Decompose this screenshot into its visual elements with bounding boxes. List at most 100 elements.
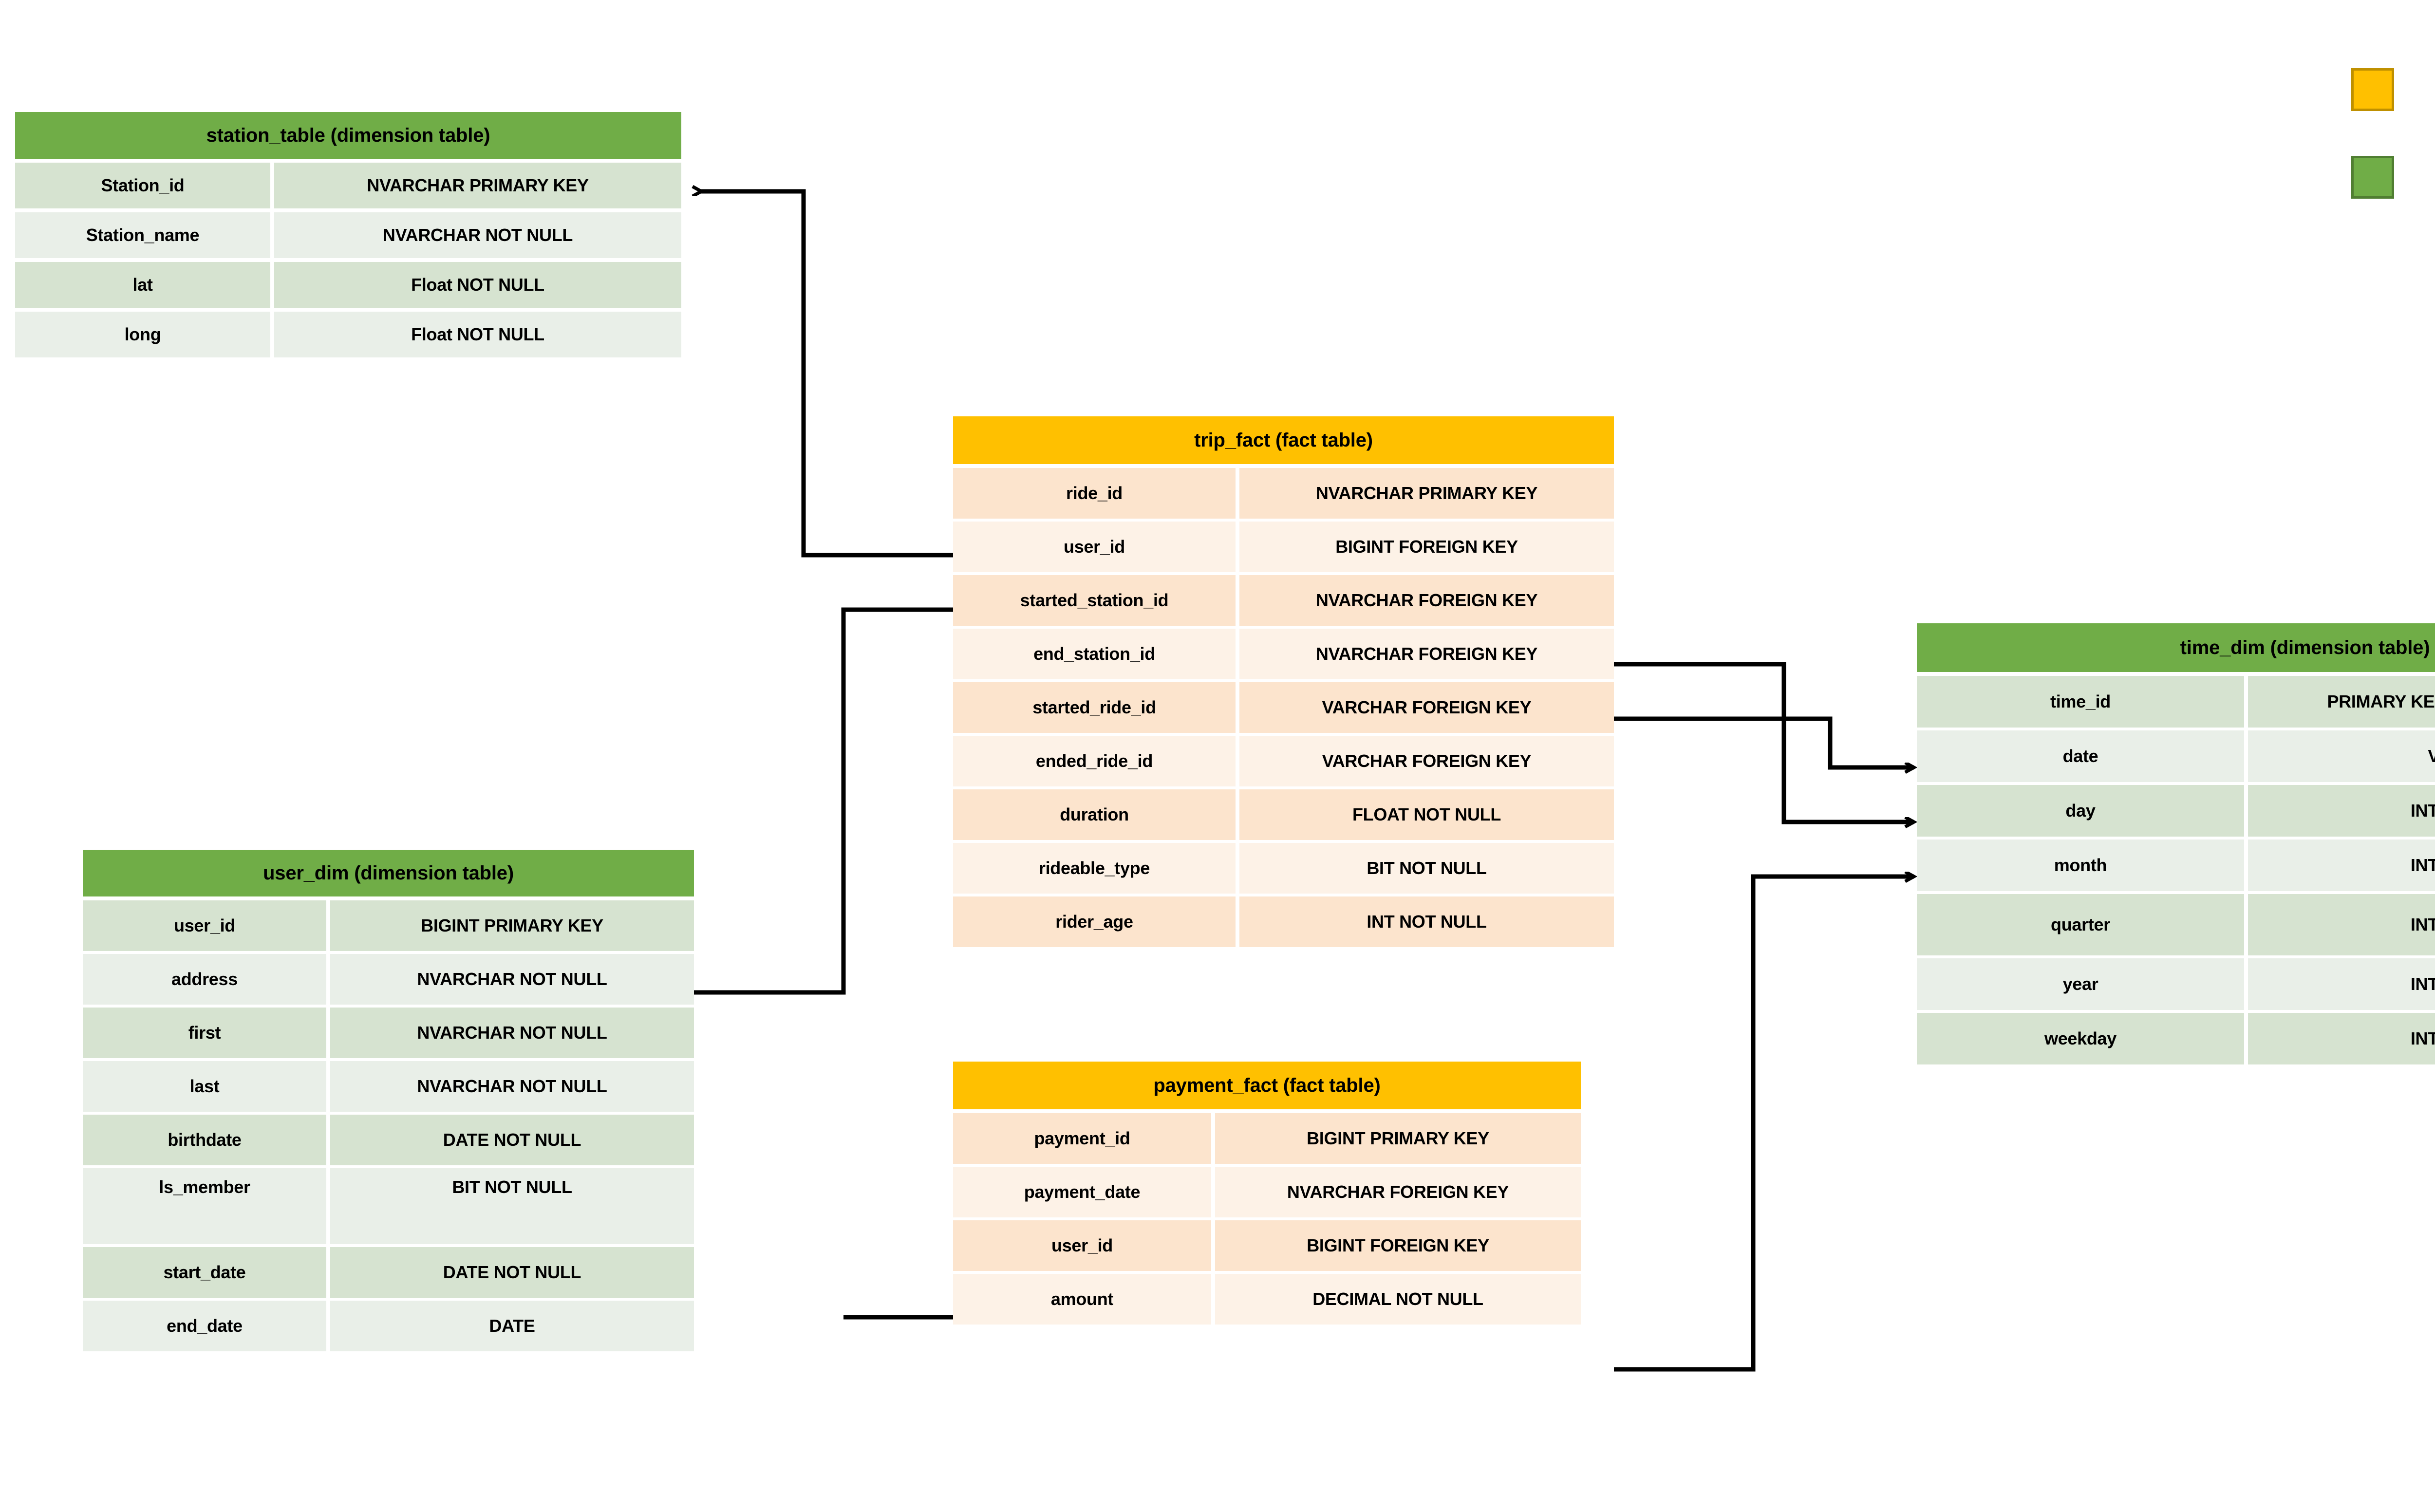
table-header-trip_fact: trip_fact (fact table): [953, 416, 1614, 464]
column-name-cell: day: [1917, 785, 2244, 837]
column-type-cell: VARCHAR FOREIGN KEY: [1239, 736, 1614, 786]
column-type-cell: INT NOT NULL: [2248, 958, 2435, 1010]
table-trip_fact: trip_fact (fact table) ride_id NVARCHAR …: [953, 416, 1614, 967]
column-name-cell: user_id: [83, 900, 326, 951]
table-payment_fact: payment_fact (fact table) payment_id BIG…: [953, 1062, 1614, 1325]
column-name-cell: ride_id: [953, 468, 1236, 519]
column-type-cell: PRIMARY KEY UNIQUEIDENTIFIER: [2248, 676, 2435, 728]
connector-trip-startride-to-time-date: [1614, 716, 1914, 767]
table-row: amount DECIMAL NOT NULL: [953, 1274, 1581, 1325]
table-row: day INT NOT NULL: [1917, 785, 2435, 837]
table-row: birthdate DATE NOT NULL: [83, 1115, 694, 1165]
column-name-cell: birthdate: [83, 1115, 326, 1165]
connector-payment-to-time-month: [1614, 877, 1914, 1372]
column-type-cell: Float NOT NULL: [274, 312, 681, 357]
column-type-cell: NVARCHAR PRIMARY KEY: [274, 163, 681, 208]
column-type-cell: BIGINT FOREIGN KEY: [1239, 522, 1614, 572]
column-name-cell: end_station_id: [953, 629, 1236, 679]
column-type-cell: DATE: [330, 1301, 694, 1351]
column-type-cell: NVARCHAR PRIMARY KEY: [1239, 468, 1614, 519]
column-name-cell: ended_ride_id: [953, 736, 1236, 786]
column-type-cell: NVARCHAR NOT NULL: [274, 212, 681, 258]
legend-swatch-dimension: [2351, 156, 2394, 199]
column-name-cell: started_ride_id: [953, 682, 1236, 733]
table-row: time_id PRIMARY KEY UNIQUEIDENTIFIER: [1917, 676, 2435, 728]
table-row: user_id BIGINT PRIMARY KEY: [83, 900, 694, 951]
column-type-cell: VARCHAR: [2248, 730, 2435, 782]
column-type-cell: NVARCHAR NOT NULL: [330, 954, 694, 1005]
column-type-cell: INT NOT NULL: [2248, 785, 2435, 837]
column-name-cell: start_date: [83, 1247, 326, 1298]
column-name-cell: first: [83, 1008, 326, 1058]
table-row: date VARCHAR: [1917, 730, 2435, 782]
column-type-cell: INT NOT NULL: [1239, 896, 1614, 947]
column-type-cell: DECIMAL NOT NULL: [1215, 1274, 1581, 1325]
column-type-cell: NVARCHAR FOREIGN KEY: [1215, 1167, 1581, 1217]
column-type-cell: Float NOT NULL: [274, 262, 681, 308]
table-row: year INT NOT NULL: [1917, 958, 2435, 1010]
table-row: month INT NOT NULL: [1917, 840, 2435, 891]
table-row: start_date DATE NOT NULL: [83, 1247, 694, 1298]
table-station_table: station_table (dimension table) Station_…: [15, 112, 681, 358]
table-row: quarter INT NOT NULL: [1917, 894, 2435, 955]
column-name-cell: address: [83, 954, 326, 1005]
table-row: Station_id NVARCHAR PRIMARY KEY: [15, 163, 681, 208]
column-name-cell: weekday: [1917, 1013, 2244, 1064]
column-type-cell: BIT NOT NULL: [1239, 843, 1614, 894]
table-row: ride_id NVARCHAR PRIMARY KEY: [953, 468, 1614, 519]
table-row: payment_date NVARCHAR FOREIGN KEY: [953, 1167, 1581, 1217]
table-time_dim: time_dim (dimension table) time_id PRIMA…: [1917, 623, 2435, 1075]
column-name-cell: quarter: [1917, 894, 2244, 955]
column-name-cell: ls_member: [83, 1168, 326, 1244]
column-name-cell: month: [1917, 840, 2244, 891]
column-type-cell: NVARCHAR NOT NULL: [330, 1061, 694, 1112]
table-user_dim: user_dim (dimension table) user_id BIGIN…: [83, 850, 694, 1351]
table-row: rideable_type BIT NOT NULL: [953, 843, 1614, 894]
table-header-time_dim: time_dim (dimension table): [1917, 623, 2435, 672]
table-row: started_station_id NVARCHAR FOREIGN KEY: [953, 575, 1614, 626]
column-type-cell: FLOAT NOT NULL: [1239, 789, 1614, 840]
column-type-cell: DATE NOT NULL: [330, 1247, 694, 1298]
table-row: ls_member BIT NOT NULL: [83, 1168, 694, 1244]
legend: Fact tables dimension tables: [2351, 68, 2435, 219]
column-name-cell: long: [15, 312, 270, 357]
table-row: end_station_id NVARCHAR FOREIGN KEY: [953, 629, 1614, 679]
column-name-cell: user_id: [953, 522, 1236, 572]
column-name-cell: amount: [953, 1274, 1211, 1325]
table-row: last NVARCHAR NOT NULL: [83, 1061, 694, 1112]
table-row: Station_name NVARCHAR NOT NULL: [15, 212, 681, 258]
column-name-cell: duration: [953, 789, 1236, 840]
table-row: weekday INT NOT NULL: [1917, 1013, 2435, 1064]
table-row: lat Float NOT NULL: [15, 262, 681, 308]
table-row: payment_id BIGINT PRIMARY KEY: [953, 1113, 1581, 1164]
column-name-cell: lat: [15, 262, 270, 308]
column-name-cell: started_station_id: [953, 575, 1236, 626]
column-name-cell: end_date: [83, 1301, 326, 1351]
table-row: user_id BIGINT FOREIGN KEY: [953, 522, 1614, 572]
table-row: rider_age INT NOT NULL: [953, 896, 1614, 947]
column-name-cell: rideable_type: [953, 843, 1236, 894]
column-name-cell: last: [83, 1061, 326, 1112]
column-type-cell: INT NOT NULL: [2248, 894, 2435, 955]
table-row: started_ride_id VARCHAR FOREIGN KEY: [953, 682, 1614, 733]
table-row: address NVARCHAR NOT NULL: [83, 954, 694, 1005]
column-type-cell: BIGINT PRIMARY KEY: [330, 900, 694, 951]
column-name-cell: year: [1917, 958, 2244, 1010]
legend-item-fact-tables: Fact tables: [2351, 68, 2435, 111]
column-name-cell: payment_id: [953, 1113, 1211, 1164]
table-header-user_dim: user_dim (dimension table): [83, 850, 694, 896]
column-type-cell: BIGINT PRIMARY KEY: [1215, 1113, 1581, 1164]
connector-trip-user-to-station: [701, 191, 953, 558]
column-type-cell: NVARCHAR FOREIGN KEY: [1239, 575, 1614, 626]
column-type-cell: INT NOT NULL: [2248, 1013, 2435, 1064]
column-type-cell: BIT NOT NULL: [330, 1168, 694, 1244]
column-type-cell: NVARCHAR FOREIGN KEY: [1239, 629, 1614, 679]
table-row: duration FLOAT NOT NULL: [953, 789, 1614, 840]
column-name-cell: payment_date: [953, 1167, 1211, 1217]
column-type-cell: BIGINT FOREIGN KEY: [1215, 1220, 1581, 1271]
connector-trip-startstation-to-user: [694, 607, 953, 992]
column-name-cell: Station_name: [15, 212, 270, 258]
table-row: long Float NOT NULL: [15, 312, 681, 357]
column-type-cell: INT NOT NULL: [2248, 840, 2435, 891]
